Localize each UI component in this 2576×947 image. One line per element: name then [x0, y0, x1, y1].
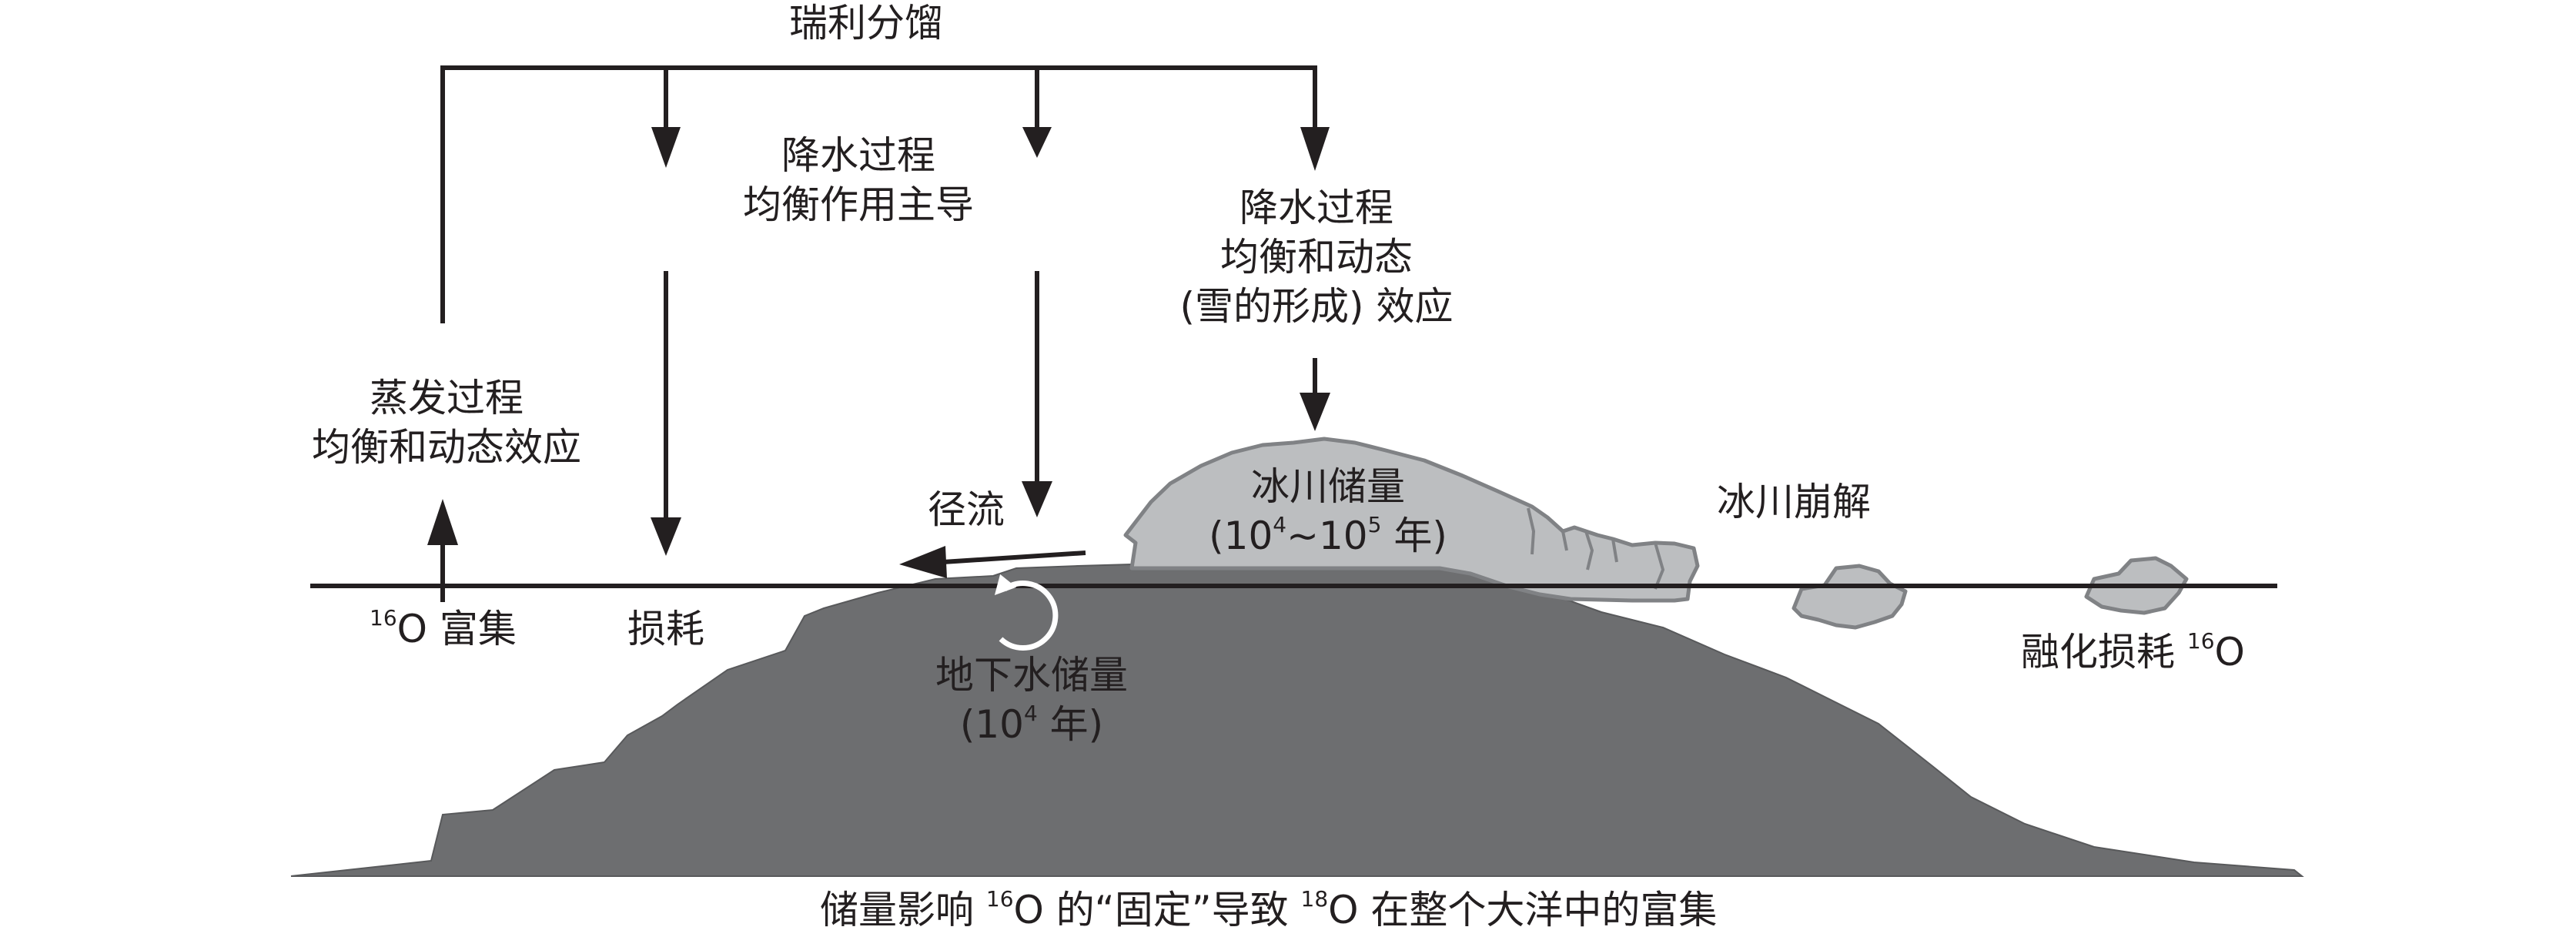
precip-dynamic-label: 降水过程 均衡和动态 (雪的形成) 效应 — [1163, 183, 1470, 331]
glacier-storage-label: 冰川储量 (104~105 年) — [1201, 462, 1455, 561]
runoff-label: 径流 — [928, 487, 1005, 532]
glacier-shape — [1123, 437, 1700, 603]
precip-equilibrium-line1: 降水过程 — [781, 133, 935, 178]
glacier-storage-line1: 冰川储量 — [1251, 464, 1405, 509]
land-mass — [290, 564, 2304, 877]
glacier-storage-line2: (104~105 年) — [1209, 512, 1447, 558]
precip-dynamic-line3: (雪的形成) 效应 — [1179, 284, 1454, 329]
precip-equilibrium-line2: 均衡作用主导 — [743, 182, 974, 227]
groundwater-storage-line1: 地下水储量 — [935, 653, 1128, 698]
iceberg-1 — [1791, 564, 1908, 630]
precip-equilibrium-label: 降水过程 均衡作用主导 — [708, 131, 1009, 229]
loss-label: 损耗 — [627, 607, 704, 651]
evaporation-line2: 均衡和动态效应 — [312, 425, 581, 470]
precip-arrows — [651, 271, 1330, 556]
o16-enrichment-label: 16O 富集 — [370, 605, 517, 651]
evaporation-arrow — [427, 499, 458, 602]
evaporation-line1: 蒸发过程 — [370, 376, 524, 420]
precip-dynamic-line1: 降水过程 — [1239, 186, 1393, 230]
precip-dynamic-line2: 均衡和动态 — [1220, 235, 1413, 279]
runoff-arrow — [899, 546, 1086, 578]
groundwater-storage-label: 地下水储量 (104 年) — [920, 651, 1143, 749]
rayleigh-bracket — [440, 65, 1317, 323]
rayleigh-arrowheads — [651, 127, 1330, 171]
melt-loss-label: 融化损耗 16O — [2021, 628, 2245, 674]
rayleigh-label: 瑞利分馏 — [789, 1, 943, 45]
evaporation-label: 蒸发过程 均衡和动态效应 — [277, 373, 616, 472]
groundwater-storage-line2: (104 年) — [959, 701, 1104, 747]
glacier-crevasses — [1527, 507, 1665, 590]
caption: 储量影响 16O 的“固定”导致 18O 在整个大洋中的富集 — [820, 886, 1718, 932]
calving-label: 冰川崩解 — [1717, 480, 1871, 524]
groundwater-cycle-icon — [994, 574, 1059, 651]
